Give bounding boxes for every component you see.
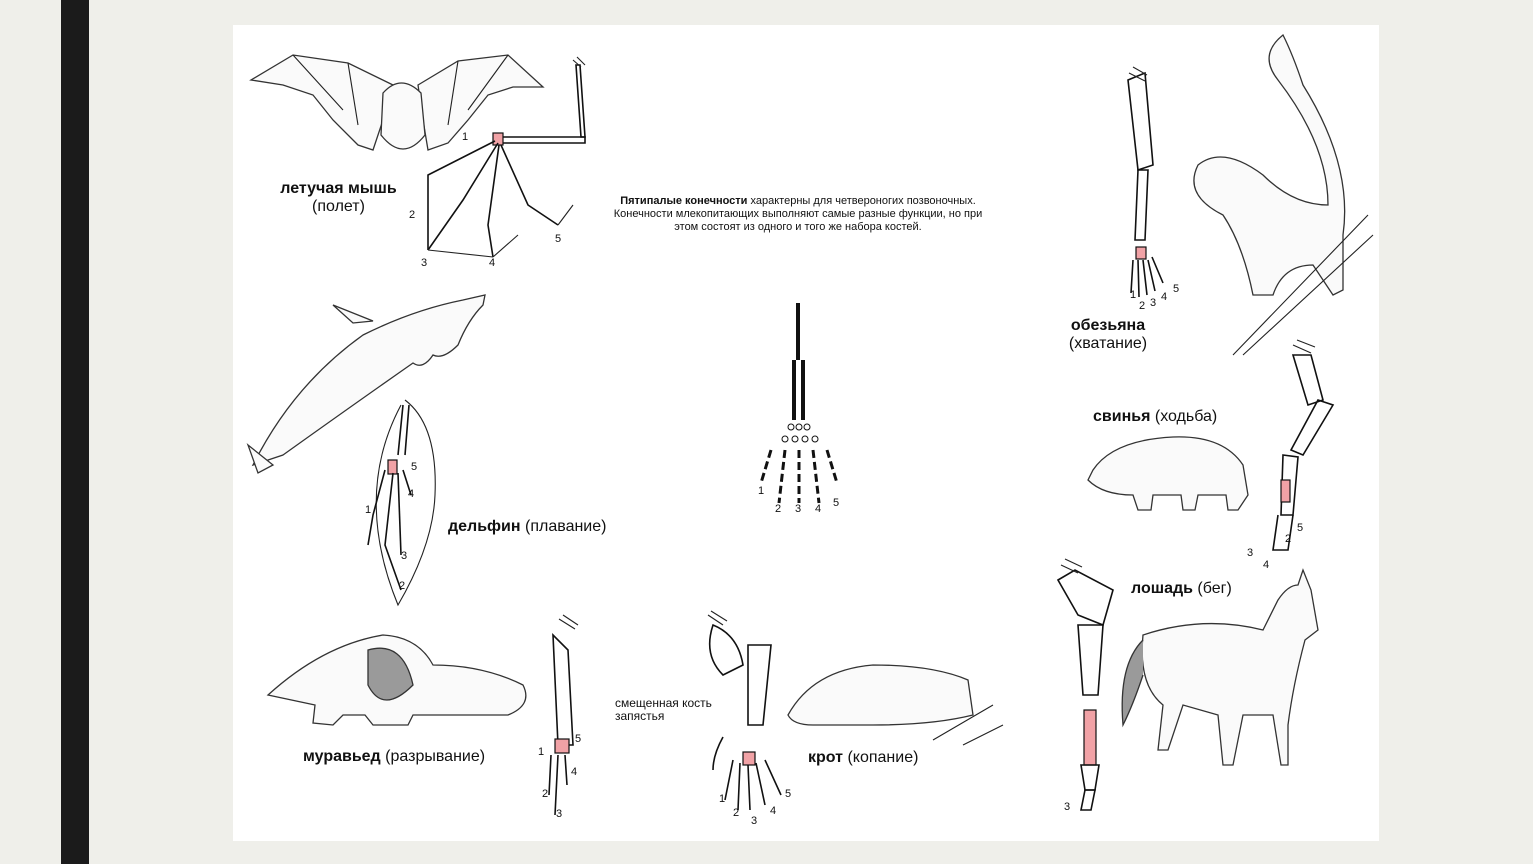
left-sidebar-bar — [61, 0, 89, 864]
pig-leg-skeleton — [1272, 339, 1335, 551]
diagram-drawing — [246, 33, 1374, 816]
bat-digit-3: 3 — [421, 257, 428, 269]
generalized-limb-schematic — [759, 303, 839, 504]
pig-name: свинья — [1093, 408, 1151, 425]
mole-name: крот — [808, 749, 843, 766]
pig-digit-3: 3 — [1247, 547, 1254, 559]
anteater-limb-skeleton — [548, 614, 579, 816]
monkey-digit-5: 5 — [1173, 283, 1180, 295]
bat-name: летучая мышь — [280, 180, 397, 197]
dolphin-function: (плавание) — [525, 518, 607, 535]
monkey-digit-2: 2 — [1139, 300, 1146, 312]
dolphin-name: дельфин — [448, 518, 521, 535]
horse-name: лошадь — [1131, 580, 1193, 597]
pig-digit-2: 2 — [1285, 533, 1292, 545]
mole-function: (копание) — [847, 749, 919, 766]
anteater-function: (разрывание) — [385, 748, 486, 765]
dolphin-label: дельфин (плавание) — [448, 518, 606, 536]
mole-digit-3: 3 — [751, 815, 758, 827]
monkey-illustration — [1193, 33, 1374, 356]
intro-bold: Пятипалые конечности — [620, 195, 748, 207]
horse-label: лошадь (бег) — [1131, 580, 1232, 598]
anteater-label: муравьед (разрывание) — [303, 748, 485, 766]
schematic-digit-3: 3 — [795, 503, 802, 515]
horse-leg-skeleton — [1056, 558, 1114, 811]
bat-illustration — [249, 54, 545, 151]
dolphin-digit-2: 2 — [399, 580, 406, 592]
mole-limb-skeleton — [707, 610, 782, 811]
monkey-name: обезьяна — [1070, 317, 1146, 334]
bat-digit-2: 2 — [409, 209, 416, 221]
anteater-illustration — [266, 634, 527, 726]
schematic-digit-2: 2 — [775, 503, 782, 515]
dolphin-digit-3: 3 — [401, 550, 408, 562]
dolphin-illustration — [246, 294, 486, 474]
horse-function: (бег) — [1197, 580, 1232, 597]
mole-label: крот (копание) — [808, 749, 918, 767]
anteater-digit-1: 1 — [538, 746, 545, 758]
monkey-digit-4: 4 — [1161, 291, 1168, 303]
monkey-label: обезьяна (хватание) — [1053, 317, 1163, 353]
bat-digit-1: 1 — [462, 131, 469, 143]
intro-text: характерны для четвероногих позвоночных.… — [613, 195, 983, 233]
mole-digit-1: 1 — [719, 793, 726, 805]
anteater-digit-3: 3 — [556, 808, 563, 820]
pig-function: (ходьба) — [1154, 408, 1218, 425]
monkey-digit-3: 3 — [1150, 297, 1157, 309]
mole-digit-2: 2 — [733, 807, 740, 819]
bat-label: летучая мышь (полет) — [251, 180, 426, 216]
dolphin-digit-1: 1 — [365, 504, 372, 516]
dolphin-flipper-skeleton — [367, 399, 436, 607]
schematic-digit-4: 4 — [815, 503, 822, 515]
monkey-arm-skeleton — [1127, 66, 1164, 298]
anteater-digit-2: 2 — [542, 788, 549, 800]
dolphin-digit-4: 4 — [408, 488, 415, 500]
anteater-digit-5: 5 — [575, 733, 582, 745]
dolphin-digit-5: 5 — [411, 461, 418, 473]
mole-illustration — [787, 664, 1004, 746]
schematic-digit-5: 5 — [833, 497, 840, 509]
pig-digit-4: 4 — [1263, 559, 1270, 571]
slide-card: Пятипалые конечности характерны для четв… — [233, 25, 1379, 841]
mole-digit-5: 5 — [785, 788, 792, 800]
pig-illustration — [1087, 436, 1249, 511]
schematic-digit-1: 1 — [758, 485, 765, 497]
pig-digit-5: 5 — [1297, 522, 1304, 534]
bat-function: (полет) — [312, 198, 365, 215]
pig-label: свинья (ходьба) — [1093, 408, 1217, 426]
monkey-digit-1: 1 — [1130, 289, 1137, 301]
displaced-carpal-callout: смещенная кость запястья — [615, 696, 712, 723]
horse-illustration — [1121, 568, 1319, 766]
anteater-name: муравьед — [303, 748, 381, 765]
monkey-function: (хватание) — [1068, 335, 1148, 352]
intro-paragraph: Пятипалые конечности характерны для четв… — [613, 195, 983, 234]
anteater-digit-4: 4 — [571, 766, 578, 778]
bat-digit-4: 4 — [489, 257, 496, 269]
bat-wing-skeleton — [427, 56, 586, 258]
mole-digit-4: 4 — [770, 805, 777, 817]
bat-digit-5: 5 — [555, 233, 562, 245]
horse-digit-3: 3 — [1064, 801, 1071, 813]
